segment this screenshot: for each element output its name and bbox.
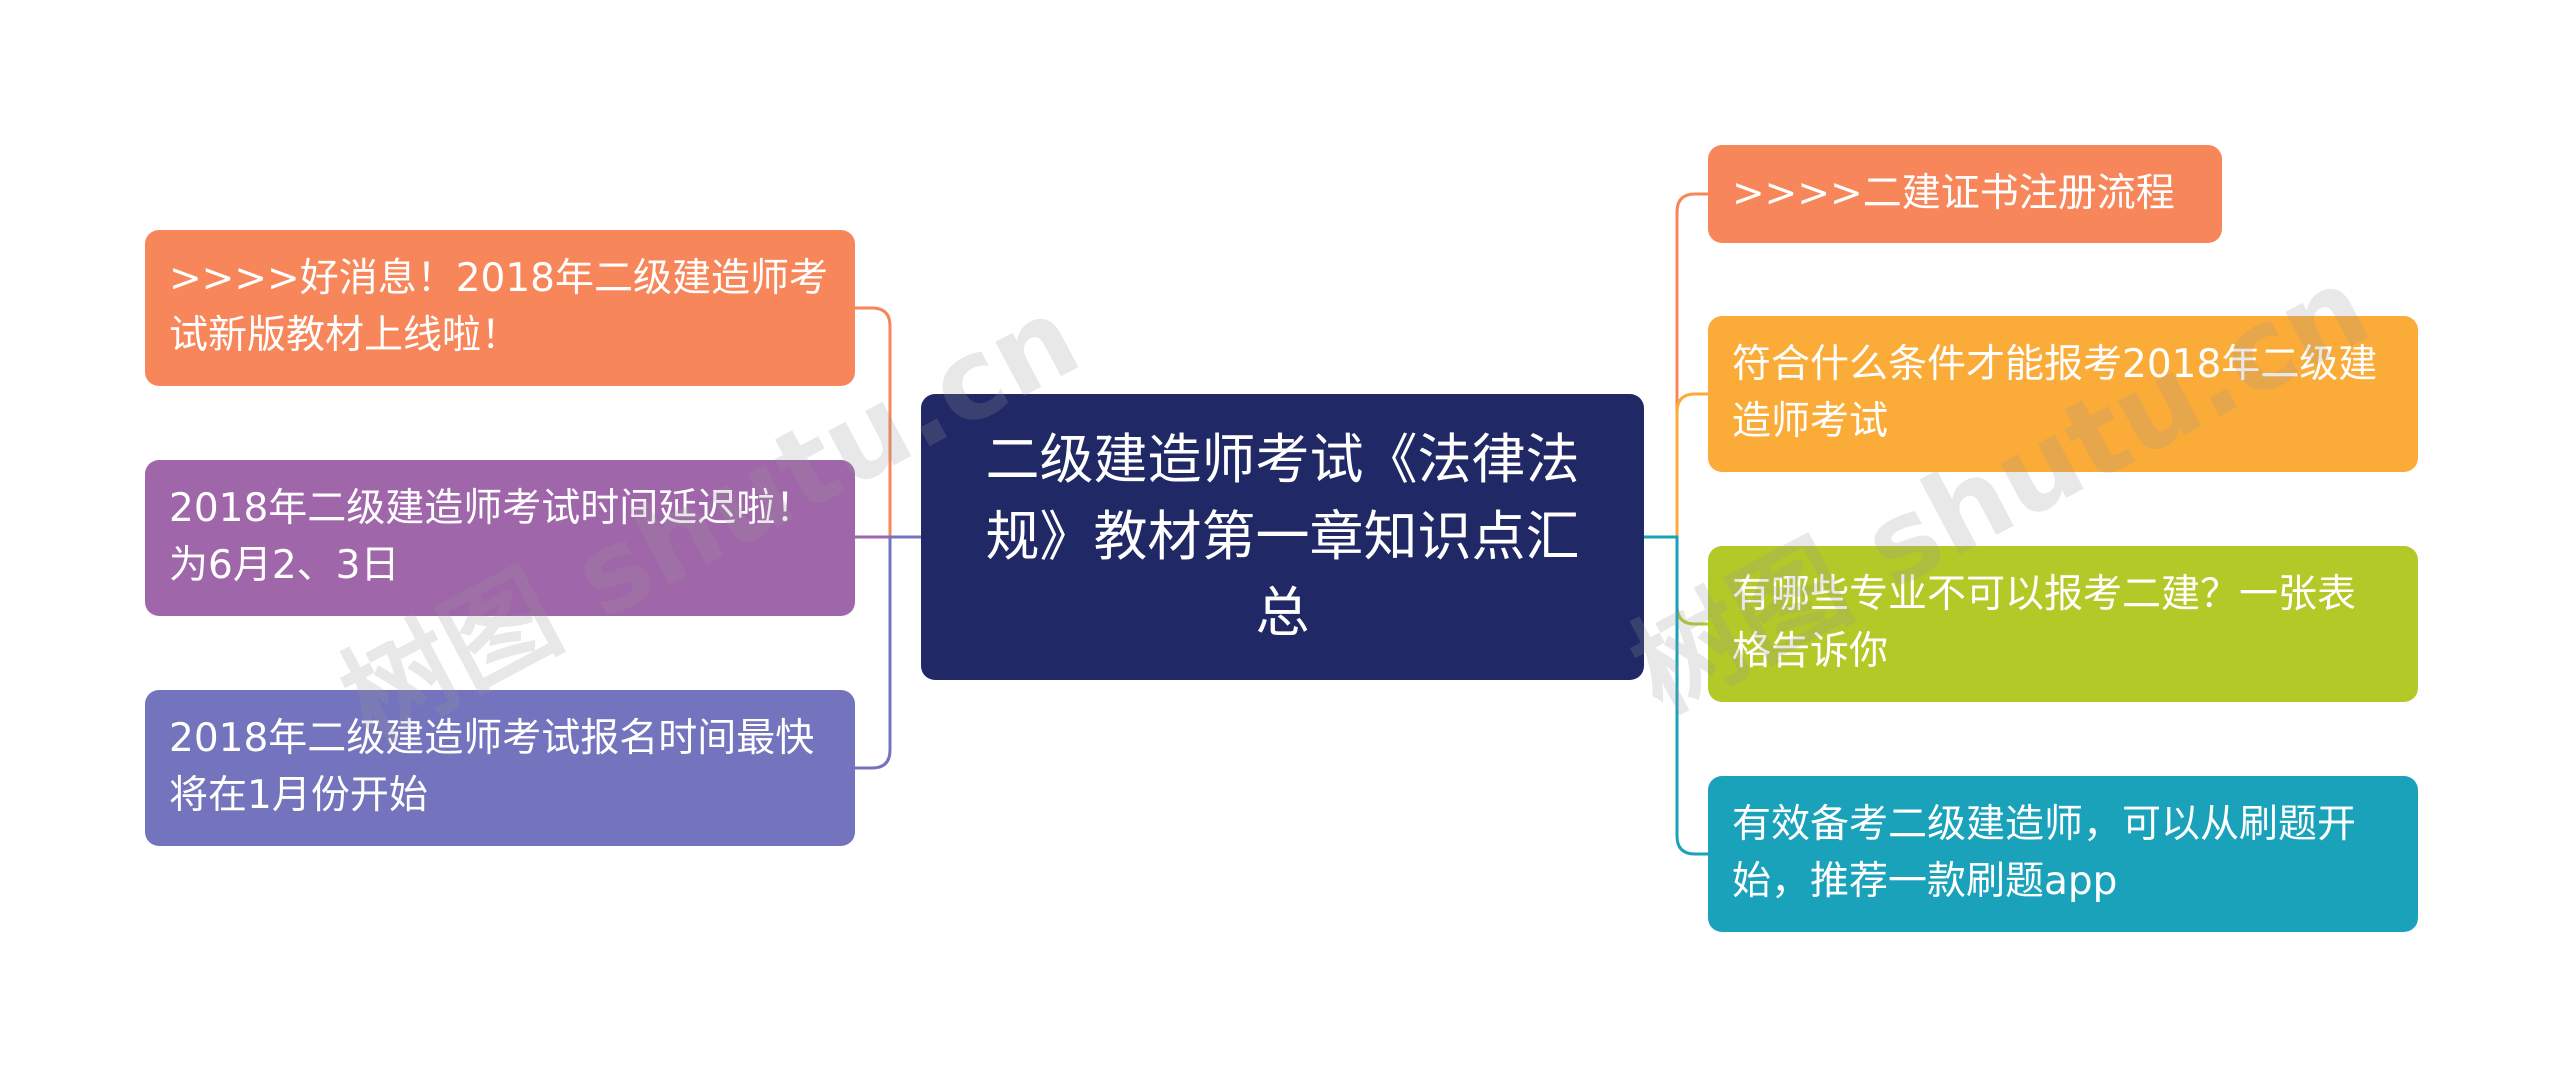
right-topic-certificate-registration[interactable]: >>>>二建证书注册流程 xyxy=(1708,145,2222,243)
right-topic-label: 有哪些专业不可以报考二建？一张表格告诉你 xyxy=(1732,572,2357,674)
connector-left-1 xyxy=(855,306,921,539)
left-topic-registration-time[interactable]: 2018年二级建造师考试报名时间最快将在1月份开始 xyxy=(145,690,855,846)
right-topic-majors-table[interactable]: 有哪些专业不可以报考二建？一张表格告诉你 xyxy=(1708,546,2418,702)
right-topic-eligibility[interactable]: 符合什么条件才能报考2018年二级建造师考试 xyxy=(1708,316,2418,472)
connector-left-3 xyxy=(855,535,921,770)
central-topic-label: 二级建造师考试《法律法规》教材第一章知识点汇总 xyxy=(985,427,1580,645)
right-topic-label: 有效备考二级建造师，可以从刷题开始，推荐一款刷题app xyxy=(1732,802,2357,904)
connector-right-1 xyxy=(1644,192,1708,539)
right-topic-practice-app[interactable]: 有效备考二级建造师，可以从刷题开始，推荐一款刷题app xyxy=(1708,776,2418,932)
left-topic-new-textbook[interactable]: >>>>好消息！2018年二级建造师考试新版教材上线啦！ xyxy=(145,230,855,386)
left-topic-label: >>>>好消息！2018年二级建造师考试新版教材上线啦！ xyxy=(169,256,828,358)
central-topic[interactable]: 二级建造师考试《法律法规》教材第一章知识点汇总 xyxy=(921,394,1644,680)
connector-right-2 xyxy=(1644,392,1708,539)
left-topic-label: 2018年二级建造师考试时间延迟啦！为6月2、3日 xyxy=(169,486,815,588)
connector-right-4 xyxy=(1644,535,1708,856)
left-topic-label: 2018年二级建造师考试报名时间最快将在1月份开始 xyxy=(169,716,815,818)
left-topic-exam-delay[interactable]: 2018年二级建造师考试时间延迟啦！为6月2、3日 xyxy=(145,460,855,616)
right-topic-label: >>>>二建证书注册流程 xyxy=(1732,170,2175,216)
right-topic-label: 符合什么条件才能报考2018年二级建造师考试 xyxy=(1732,342,2378,444)
